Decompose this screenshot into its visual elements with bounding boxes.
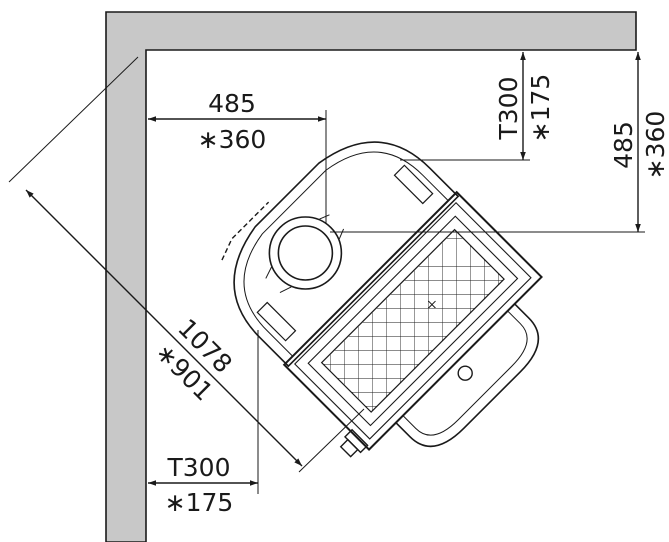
dimension-bottom-left: T300 ∗175 [148, 330, 259, 517]
dimension-top-right-small: T300 ∗175 [400, 52, 555, 161]
dim-top-right-primary: T300 [494, 77, 523, 141]
dim-top-right-secondary: ∗175 [526, 74, 555, 143]
dimension-top-left: 485 ∗360 [148, 89, 327, 224]
corner-stove-icon [221, 141, 543, 458]
dim-bottom-left-secondary: ∗175 [165, 488, 234, 517]
dim-bottom-left-primary: T300 [167, 453, 231, 482]
dim-right-secondary: ∗360 [641, 111, 669, 180]
dim-top-left-primary: 485 [208, 89, 256, 118]
dimension-right: 485 ∗360 [330, 52, 669, 233]
dim-right-primary: 485 [609, 121, 638, 169]
corner-wall [105, 11, 637, 542]
dim-top-left-secondary: ∗360 [198, 125, 267, 154]
